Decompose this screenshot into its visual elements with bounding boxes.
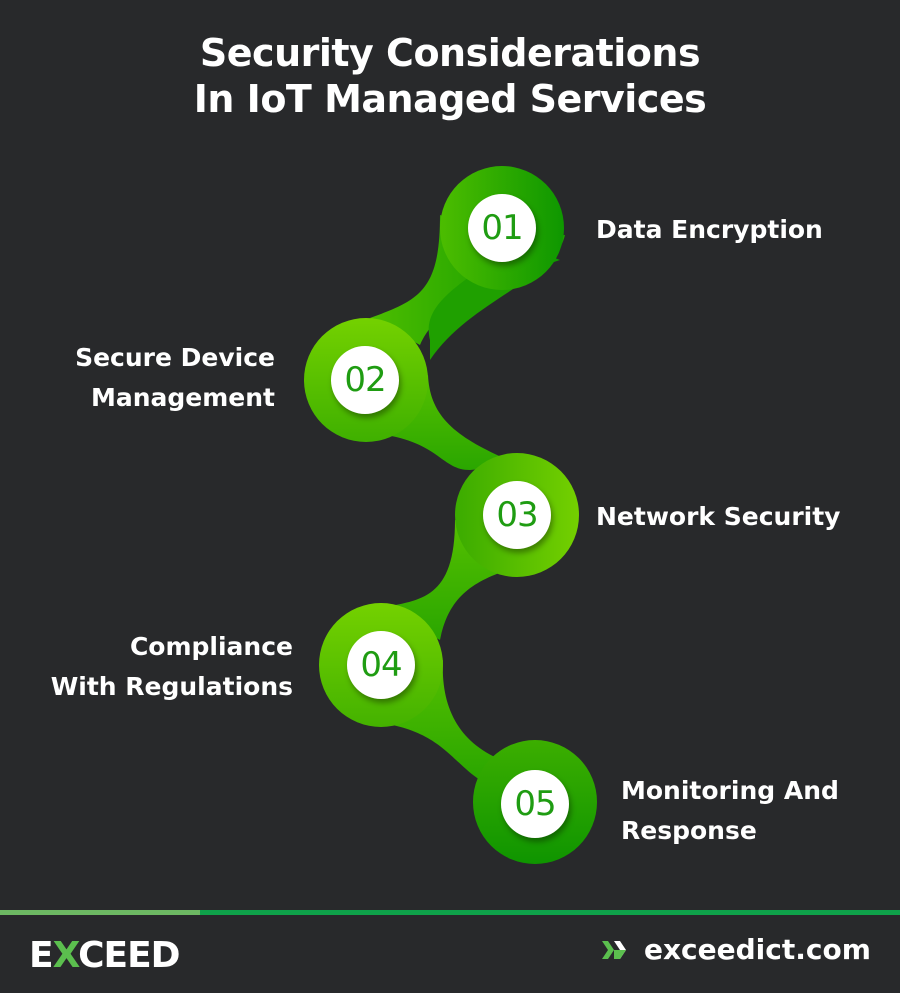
website-text[interactable]: exceedict.com: [644, 933, 871, 966]
double-chevron-icon: [602, 940, 626, 959]
step-01-label-line: Data Encryption: [596, 215, 823, 244]
step-02-label: Secure Device Management: [75, 338, 275, 418]
title-line-2: In IoT Managed Services: [193, 77, 707, 121]
step-04-label-line-1: Compliance: [129, 632, 293, 661]
step-02-badge: 02: [331, 346, 399, 414]
step-03-badge: 03: [483, 481, 551, 549]
logo-x: X: [52, 935, 80, 976]
website-link[interactable]: exceedict.com: [600, 933, 871, 966]
step-01-badge: 01: [468, 194, 536, 262]
footer-divider-right: [200, 910, 900, 915]
step-01-label: Data Encryption: [596, 210, 823, 250]
exceed-logo: EXCEED: [29, 935, 181, 976]
step-02-label-line-1: Secure Device: [75, 343, 275, 372]
logo-e: E: [29, 935, 54, 976]
step-05-label-line-2: Response: [621, 816, 757, 845]
step-02-label-line-2: Management: [90, 383, 275, 412]
step-05-label-line-1: Monitoring And: [621, 776, 839, 805]
logo-rest: CEED: [78, 935, 180, 976]
step-05-label: Monitoring And Response: [621, 771, 839, 851]
step-03-label: Network Security: [596, 497, 840, 537]
title-line-1: Security Considerations: [199, 31, 701, 75]
step-04-label-line-2: With Regulations: [50, 672, 293, 701]
step-05-badge: 05: [501, 770, 569, 838]
process-chain-graphic: [304, 166, 597, 864]
footer-divider-left: [0, 910, 200, 915]
page-title: Security Considerations In IoT Managed S…: [0, 30, 900, 122]
step-03-label-line: Network Security: [596, 502, 841, 531]
step-04-badge: 04: [347, 631, 415, 699]
step-04-label: Compliance With Regulations: [51, 627, 293, 707]
